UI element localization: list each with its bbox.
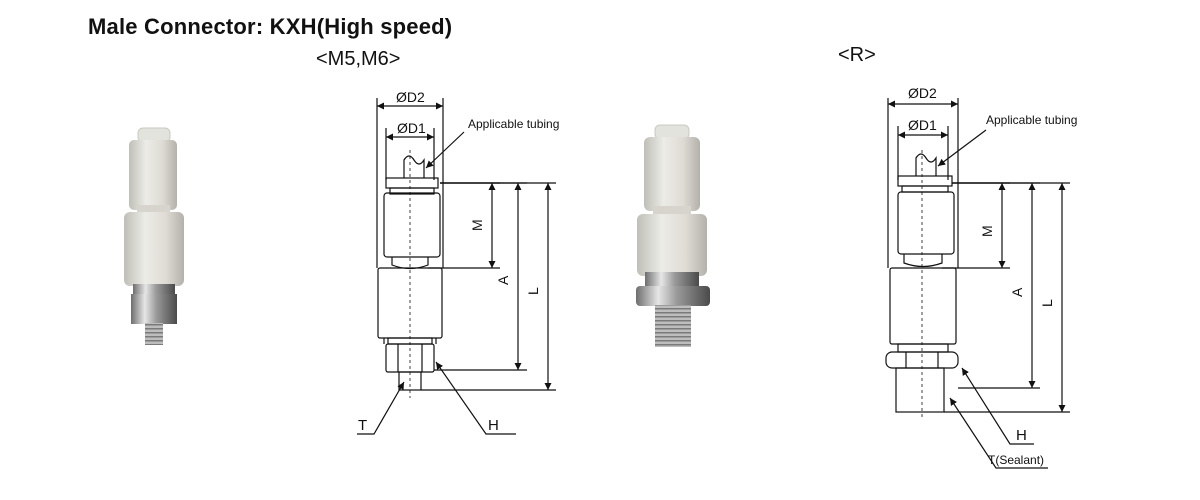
a-dimension-label: A [1009, 287, 1025, 297]
od2-label: ØD2 [908, 85, 937, 101]
h-label: H [1016, 427, 1027, 444]
variant-title-m5-m6: <M5,M6> [316, 48, 401, 70]
od1-label: ØD1 [397, 120, 426, 136]
applicable-tubing-label: Applicable tubing [986, 113, 1077, 127]
a-dimension-label: A [495, 275, 511, 285]
product-photo-r [636, 124, 710, 347]
t-sealant-label: T(Sealant) [988, 453, 1044, 467]
product-photo-m5 [124, 127, 184, 345]
od2-label: ØD2 [396, 89, 425, 105]
m-dimension-label: M [469, 219, 485, 231]
t-label: T [358, 417, 367, 434]
m-dimension-label: M [979, 225, 995, 237]
page-title: Male Connector: KXH(High speed) [88, 14, 453, 39]
h-label: H [488, 417, 499, 434]
variant-title-r: <R> [838, 44, 876, 66]
technical-drawing-r [885, 98, 1070, 469]
technical-drawing-m5-m6 [357, 98, 556, 435]
l-dimension-label: L [1039, 299, 1055, 307]
applicable-tubing-label: Applicable tubing [468, 117, 559, 131]
drawing-labels-m5-m6: ØD2 ØD1 Applicable tubing M A L T H [358, 89, 559, 434]
l-dimension-label: L [525, 287, 541, 295]
drawing-labels-r: ØD2 ØD1 Applicable tubing M A L H T(Seal… [908, 85, 1077, 467]
od1-label: ØD1 [908, 117, 937, 133]
